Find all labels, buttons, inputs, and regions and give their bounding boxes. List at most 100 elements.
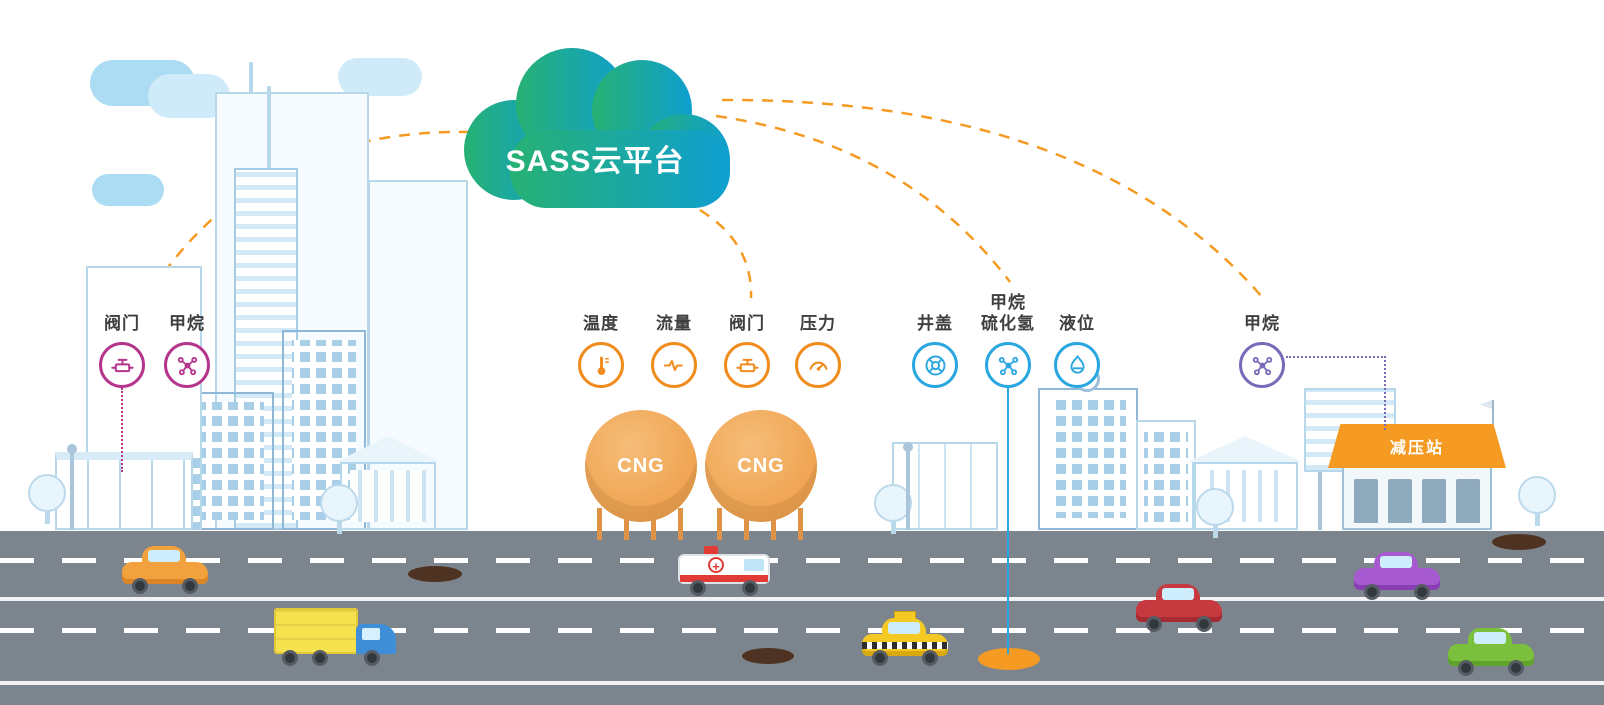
ambulance-window xyxy=(744,559,764,571)
car-cabin xyxy=(882,618,926,638)
cng-tank-1: CNG xyxy=(585,410,697,540)
sensor-pressure: 压力 xyxy=(783,278,853,388)
sensor-label: 甲烷 xyxy=(169,313,205,333)
wheel xyxy=(690,580,706,596)
lane-line-dashed xyxy=(0,628,1604,633)
truck-window xyxy=(362,628,380,640)
reduction-station-label: 减压站 xyxy=(1389,440,1444,457)
columns xyxy=(340,462,436,530)
taxi-yellow xyxy=(862,611,954,670)
sensor-label: 甲烷 硫化氢 xyxy=(973,278,1043,334)
sensor-label: 温度 xyxy=(583,313,619,333)
sensor-flow: 流量 xyxy=(639,278,709,388)
wheel xyxy=(1196,616,1212,632)
flag-icon xyxy=(1480,400,1492,409)
wheel xyxy=(872,650,888,666)
temperature-icon xyxy=(578,342,624,388)
manhole-icon xyxy=(912,342,958,388)
street-lamp xyxy=(67,444,77,530)
methane-icon xyxy=(164,342,210,388)
car-cabin xyxy=(1374,552,1418,572)
lane-line-solid xyxy=(0,597,1604,601)
manhole xyxy=(1492,534,1546,550)
building-classical xyxy=(336,436,440,530)
wheel xyxy=(1364,584,1380,600)
sensor-station-methane: 甲烷 xyxy=(1227,278,1297,388)
gas-molecule-icon xyxy=(985,342,1031,388)
sensor-valve: 阀门 xyxy=(712,278,782,388)
sensor-label: 液位 xyxy=(1059,313,1095,333)
car-window xyxy=(148,550,180,562)
wheel xyxy=(182,578,198,594)
curve-to-pipeline-sensors xyxy=(715,114,1011,283)
street-lamp xyxy=(903,442,913,530)
connector-station-horizontal xyxy=(1286,356,1386,358)
car-purple xyxy=(1354,552,1446,604)
wheel xyxy=(742,580,758,596)
antenna xyxy=(267,86,271,168)
sensor-label: 流量 xyxy=(656,313,692,333)
sky-cloud xyxy=(92,174,164,206)
sensor-label-line2: 硫化氢 xyxy=(981,313,1035,333)
red-cross-icon: + xyxy=(708,557,724,574)
tank-label: CNG xyxy=(737,454,785,477)
sensor-manhole-cover: 井盖 xyxy=(900,278,970,388)
car-window xyxy=(1162,588,1194,600)
road xyxy=(0,531,1604,705)
sensor-label: 甲烷 xyxy=(1244,313,1280,333)
ambulance-stripe xyxy=(680,575,768,582)
cloud-label: SASS云平台 xyxy=(505,145,685,178)
valve-icon xyxy=(99,342,145,388)
tree xyxy=(320,484,358,534)
sensor-label-line1: 甲烷 xyxy=(990,292,1026,312)
ambulance-light xyxy=(704,546,718,555)
building-hospital xyxy=(1038,388,1138,530)
manhole xyxy=(742,648,794,664)
station-door xyxy=(1388,479,1412,523)
station-door xyxy=(1354,479,1378,523)
reduction-station-body xyxy=(1342,466,1492,530)
wheel xyxy=(364,650,380,666)
connector-station-vertical xyxy=(1384,356,1386,430)
wheel xyxy=(1458,660,1474,676)
car-cabin xyxy=(1156,584,1200,604)
car-orange xyxy=(122,546,214,598)
truck-cargo xyxy=(274,608,358,654)
building-shops xyxy=(55,452,193,530)
tree xyxy=(874,484,912,534)
connector-gas-leak-line xyxy=(1007,388,1009,654)
sensor-city-valve: 阀门 xyxy=(87,278,157,388)
lane-line-dashed xyxy=(0,558,1604,563)
station-door xyxy=(1456,479,1480,523)
connector-city-sensor xyxy=(121,388,123,472)
pressure-icon xyxy=(795,342,841,388)
wheel xyxy=(922,650,938,666)
pediment xyxy=(336,436,440,462)
reduction-station-roof: 减压站 xyxy=(1328,424,1506,468)
building-windows xyxy=(1136,420,1196,530)
sensor-temperature: 温度 xyxy=(566,278,636,388)
sensor-label: 井盖 xyxy=(917,313,953,333)
sensor-label: 阀门 xyxy=(729,313,765,333)
lane-line-solid xyxy=(0,681,1604,685)
flag-pole xyxy=(1492,400,1494,426)
sensor-label: 压力 xyxy=(800,313,836,333)
station-door xyxy=(1422,479,1446,523)
cloud-shape xyxy=(464,48,730,208)
tree xyxy=(28,474,66,524)
car-window xyxy=(888,622,920,634)
ambulance: + xyxy=(678,544,770,596)
car-window xyxy=(1380,556,1412,568)
level-icon xyxy=(1054,342,1100,388)
car-red xyxy=(1136,584,1228,636)
tree xyxy=(1518,476,1556,526)
pediment xyxy=(1188,436,1302,462)
sensor-liquid-level: 液位 xyxy=(1042,278,1112,388)
sensor-city-methane: 甲烷 xyxy=(152,278,222,388)
wheel xyxy=(312,650,328,666)
methane-icon xyxy=(1239,342,1285,388)
valve-icon xyxy=(724,342,770,388)
tank-sphere: CNG xyxy=(705,410,817,522)
tank-label: CNG xyxy=(617,454,665,477)
